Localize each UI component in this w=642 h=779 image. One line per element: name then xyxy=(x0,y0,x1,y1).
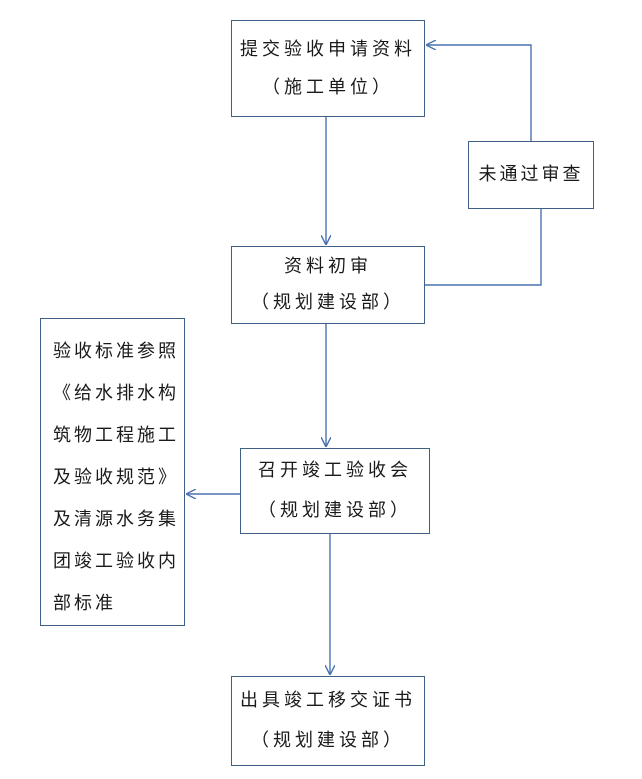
arrow-rejected-to-submit xyxy=(427,45,532,141)
node-review-title: 资料初审 xyxy=(284,256,372,277)
node-review-rejected: 未通过审查 xyxy=(468,141,594,209)
node-meeting-subtitle: （规划建设部） xyxy=(258,500,412,521)
standard-line: 及清源水务集 xyxy=(53,509,179,530)
standard-line: 部标准 xyxy=(53,593,116,614)
node-acceptance-standard: 验收标准参照 《给水排水构 筑物工程施工 及验收规范》 及清源水务集 团竣工验收… xyxy=(40,318,185,626)
node-handover-certificate: 出具竣工移交证书 （规划建设部） xyxy=(231,676,425,766)
node-rejected-label: 未通过审查 xyxy=(478,164,584,185)
standard-line: 及验收规范》 xyxy=(53,467,179,488)
node-review-subtitle: （规划建设部） xyxy=(251,292,405,313)
node-acceptance-meeting: 召开竣工验收会 （规划建设部） xyxy=(240,448,430,534)
node-certificate-subtitle: （规划建设部） xyxy=(251,730,405,751)
node-meeting-title: 召开竣工验收会 xyxy=(258,460,412,481)
standard-line: 《给水排水构 xyxy=(53,383,179,404)
connector-review-to-rejected xyxy=(425,209,542,286)
node-submit-title: 提交验收申请资料 xyxy=(240,38,416,60)
node-submit-subtitle: （施工单位） xyxy=(262,76,394,98)
standard-line: 验收标准参照 xyxy=(53,341,179,362)
node-submit-application: 提交验收申请资料 （施工单位） xyxy=(231,20,425,117)
standard-line: 筑物工程施工 xyxy=(53,425,179,446)
standard-line: 团竣工验收内 xyxy=(53,551,179,572)
node-initial-review: 资料初审 （规划建设部） xyxy=(231,246,425,324)
node-certificate-title: 出具竣工移交证书 xyxy=(240,690,416,711)
